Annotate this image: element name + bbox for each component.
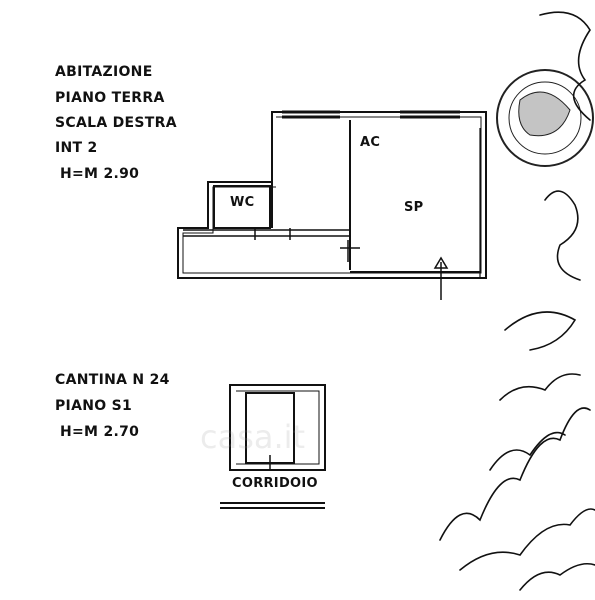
apartment-type-label: ABITAZIONE — [55, 64, 153, 80]
watermark: casa.it — [200, 418, 306, 456]
room-label-sp: SP — [404, 200, 424, 215]
corridor-label: CORRIDOIO — [232, 476, 318, 491]
handwritten-signatures — [439, 11, 595, 591]
cellar-height-label: H=M 2.70 — [60, 424, 140, 440]
cellar-outline — [229, 384, 326, 471]
apartment-unit-label: INT 2 — [55, 140, 98, 156]
cellar-floor-label: PIANO S1 — [55, 398, 133, 414]
corridor-lines — [220, 502, 325, 509]
apartment-height-label: H=M 2.90 — [60, 166, 140, 182]
apartment-stair-label: SCALA DESTRA — [55, 115, 177, 131]
wc-room — [213, 185, 271, 229]
room-label-wc: WC — [230, 195, 255, 210]
apartment-outline — [177, 111, 487, 279]
apartment-floor-label: PIANO TERRA — [55, 90, 165, 106]
room-label-ac: AC — [360, 135, 381, 150]
ac-room-wall — [271, 120, 351, 270]
cellar-number-label: CANTINA N 24 — [55, 372, 170, 388]
entrance-arrow — [433, 256, 449, 300]
notary-stamp — [496, 69, 594, 167]
